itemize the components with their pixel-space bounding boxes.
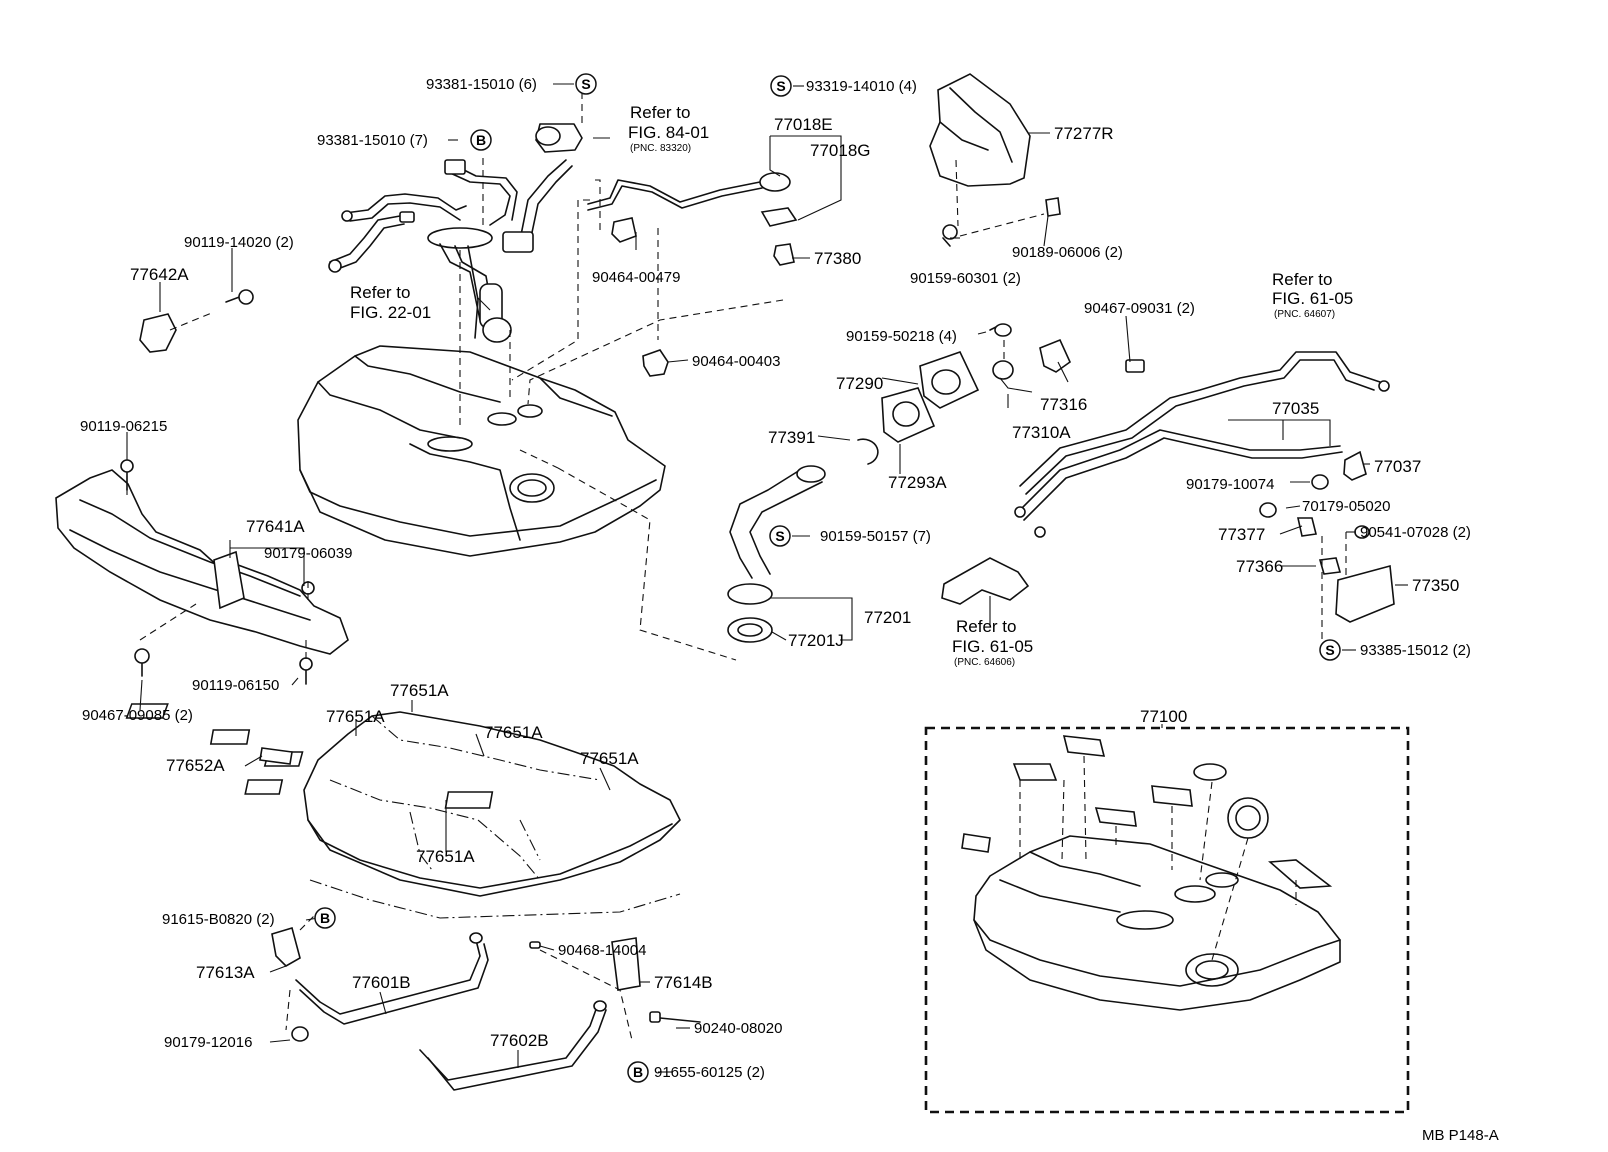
label-77277r: 77277R — [1054, 124, 1114, 143]
svg-text:S: S — [775, 528, 784, 544]
label-90179-10074: 90179-10074 — [1186, 476, 1274, 493]
label-91615-b0820-2: 91615-B0820 (2) — [162, 911, 275, 928]
label-90240-08020: 90240-08020 — [694, 1020, 782, 1037]
label-77651a-1: 77651A — [390, 681, 449, 700]
svg-text:S: S — [776, 78, 785, 94]
label-90467-09031-2: 90467-09031 (2) — [1084, 300, 1195, 317]
fuel-lid-parts — [1259, 450, 1395, 623]
label-pnc-83320: (PNC. 83320) — [630, 143, 691, 154]
label-90179-12016: 90179-12016 — [164, 1034, 252, 1051]
label-90468-14004: 90468-14004 — [558, 942, 646, 959]
label-93381-15010-6: 93381-15010 (6) — [426, 76, 537, 93]
svg-text:B: B — [476, 132, 486, 148]
label-77601b: 77601B — [352, 973, 411, 992]
symbol-b-3: B — [627, 1061, 649, 1083]
fuel-tank-lower — [125, 703, 681, 897]
label-77613a: 77613A — [196, 963, 255, 982]
label-77651a-3: 77651A — [484, 723, 543, 742]
label-fig-61-05-b: FIG. 61-05 — [952, 637, 1033, 656]
label-77035: 77035 — [1272, 399, 1319, 418]
label-77377: 77377 — [1218, 525, 1265, 544]
label-90119-06215: 90119-06215 — [80, 418, 167, 435]
svg-text:B: B — [633, 1064, 643, 1080]
label-77316: 77316 — [1040, 395, 1087, 414]
symbol-s-2: S — [770, 75, 792, 97]
part-labels: 93381-15010 (6) 93381-15010 (7) Refer to… — [80, 76, 1499, 1144]
label-77602b: 77602B — [490, 1031, 549, 1050]
label-93319-14010-4: 93319-14010 (4) — [806, 78, 917, 95]
label-refer-to-d: Refer to — [956, 617, 1016, 636]
label-70179-05020: 70179-05020 — [1302, 498, 1390, 515]
label-90467-09085-2: 90467-09085 (2) — [82, 707, 193, 724]
leader-lines — [126, 83, 1408, 1073]
symbol-s-3: S — [769, 525, 791, 547]
label-90464-00403: 90464-00403 — [692, 353, 780, 370]
label-90179-06039: 90179-06039 — [264, 545, 352, 562]
cover-77642a — [139, 289, 254, 353]
label-77651a-5: 77651A — [416, 847, 475, 866]
label-77651a-2: 77651A — [326, 707, 385, 726]
footer-code: MB P148-A — [1422, 1127, 1499, 1144]
vapor-tube-77018e — [587, 172, 798, 266]
fuel-tank-assembly-77100 — [961, 735, 1341, 1011]
assembly-box-77100 — [924, 726, 1410, 1114]
label-91655-60125-2: 91655-60125 (2) — [654, 1064, 765, 1081]
svg-text:B: B — [320, 910, 330, 926]
label-fig-84-01: FIG. 84-01 — [628, 123, 709, 142]
label-77366: 77366 — [1236, 557, 1283, 576]
label-90119-06150: 90119-06150 — [192, 677, 279, 694]
tank-straps — [271, 926, 701, 1091]
label-77290: 77290 — [836, 374, 883, 393]
label-77350: 77350 — [1412, 576, 1459, 595]
filler-pipe-77201 — [727, 465, 826, 643]
symbol-s-4: S — [1319, 639, 1341, 661]
label-77642a: 77642A — [130, 265, 189, 284]
label-77651a-4: 77651A — [580, 749, 639, 768]
label-77037: 77037 — [1374, 457, 1421, 476]
symbol-b-1: B — [470, 129, 492, 151]
symbol-s-1: S — [575, 73, 597, 95]
clamp-90464-00403 — [642, 349, 669, 377]
tube-bracket — [941, 557, 1030, 605]
label-90119-14020-2: 90119-14020 (2) — [184, 234, 294, 251]
label-77018e: 77018E — [774, 115, 833, 134]
protector-77277r — [929, 73, 1061, 247]
svg-text:S: S — [1325, 642, 1334, 658]
label-refer-to-b: Refer to — [350, 283, 410, 302]
label-77018g: 77018G — [810, 141, 871, 160]
label-fig-61-05-a: FIG. 61-05 — [1272, 289, 1353, 308]
label-pnc-64606: (PNC. 64606) — [954, 657, 1015, 668]
svg-text:S: S — [581, 76, 590, 92]
label-90159-50218-4: 90159-50218 (4) — [846, 328, 957, 345]
label-90159-50157-7: 90159-50157 (7) — [820, 528, 931, 545]
label-90159-60301-2: 90159-60301 (2) — [910, 270, 1021, 287]
label-77391: 77391 — [768, 428, 815, 447]
label-refer-to-c: Refer to — [1272, 270, 1332, 289]
label-77614b: 77614B — [654, 973, 713, 992]
label-fig-22-01: FIG. 22-01 — [350, 303, 431, 322]
protector-77641a — [55, 459, 349, 685]
fuel-pump-sender-assembly — [328, 123, 583, 343]
fuel-tubes-77035 — [1014, 351, 1390, 538]
label-90541-07028-2: 90541-07028 (2) — [1360, 524, 1471, 541]
symbol-b-2: B — [314, 907, 336, 929]
label-77641a: 77641A — [246, 517, 305, 536]
filler-neck-parts — [857, 323, 1072, 465]
label-77380: 77380 — [814, 249, 861, 268]
label-90464-00479: 90464-00479 — [592, 269, 680, 286]
label-77201j: 77201J — [788, 631, 844, 650]
label-77293a: 77293A — [888, 473, 947, 492]
label-refer-to-a: Refer to — [630, 103, 690, 122]
label-77100: 77100 — [1140, 707, 1187, 726]
label-93385-15012-2: 93385-15012 (2) — [1360, 642, 1471, 659]
label-90189-06006-2: 90189-06006 (2) — [1012, 244, 1123, 261]
label-93381-15010-7: 93381-15010 (7) — [317, 132, 428, 149]
fuel-tank-upper — [297, 345, 666, 557]
label-77201: 77201 — [864, 608, 911, 627]
label-77310a: 77310A — [1012, 423, 1071, 442]
assembly-lines — [126, 92, 1347, 1041]
label-pnc-64607: (PNC. 64607) — [1274, 309, 1335, 320]
label-77652a: 77652A — [166, 756, 225, 775]
